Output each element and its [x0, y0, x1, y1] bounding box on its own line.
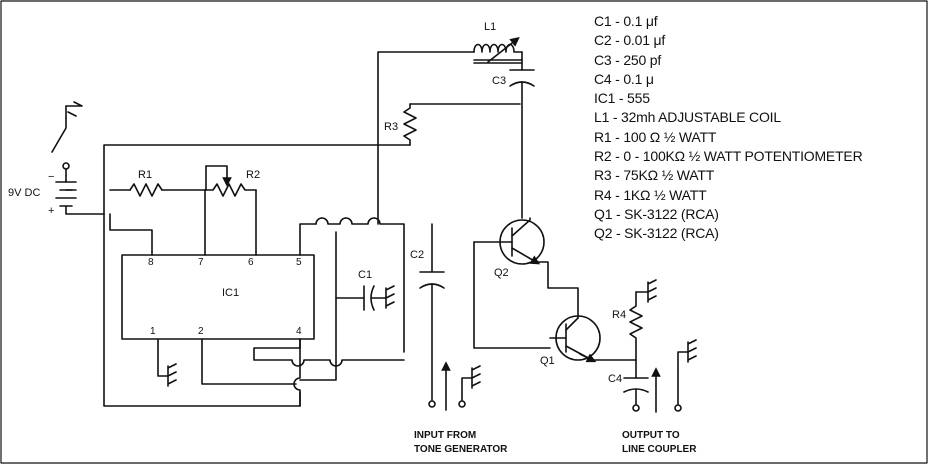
ic-pin-2: 2 [198, 326, 204, 337]
potentiometer-r2 [204, 165, 257, 256]
battery-plus-label: + [48, 205, 54, 217]
output-jack [651, 339, 697, 413]
wire-pin4 [253, 338, 405, 367]
ic1-label: IC1 [222, 287, 239, 299]
parts-list: C1 - 0.1 μf C2 - 0.01 μf C3 - 250 pf C4 … [594, 12, 863, 244]
ground-pin1 [157, 338, 177, 387]
output-caption-line1: OUTPUT TO [622, 430, 680, 441]
parts-list-item: C1 - 0.1 μf [594, 13, 658, 29]
inductor-l1 [377, 37, 523, 225]
r4-label: R4 [612, 309, 626, 321]
wire-pin5 [299, 223, 317, 256]
ic-pin-7: 7 [198, 257, 204, 268]
wire-pin5-bus [315, 217, 405, 353]
wire-top-bus [103, 144, 411, 215]
r2-label: R2 [246, 169, 260, 181]
q1-label: Q1 [540, 355, 555, 367]
ic-pin-6: 6 [248, 257, 254, 268]
parts-list-item: C2 - 0.01 μf [594, 32, 666, 49]
transistor-q2 [473, 217, 579, 319]
parts-list-item: R2 - 0 - 100KΩ ½ WATT POTENTIOMETER [594, 148, 863, 165]
ic-pin-8: 8 [148, 257, 154, 268]
wire-pin8 [109, 213, 153, 256]
c2-label: C2 [410, 249, 424, 261]
battery-9v [55, 179, 105, 215]
parts-list-item: L1 - 32mh ADJUSTABLE COIL [594, 109, 781, 126]
capacitor-c3 [509, 69, 535, 219]
input-caption-line1: INPUT FROM [414, 430, 476, 441]
l1-label: L1 [484, 21, 496, 33]
ic1-555-timer [121, 254, 315, 340]
parts-list-item: C4 - 0.1 μ [594, 70, 654, 87]
input-jack [441, 361, 481, 411]
resistor-r3 [403, 103, 521, 146]
r3-label: R3 [384, 121, 398, 133]
parts-list-item: R1 - 100 Ω ½ WATT [594, 128, 717, 145]
parts-list-item: IC1 - 555 [594, 90, 650, 107]
battery-label: 9V DC [8, 187, 40, 199]
transistor-q1 [549, 315, 637, 363]
q2-label: Q2 [494, 267, 509, 279]
capacitor-c1 [335, 285, 395, 311]
battery-minus-label: − [48, 171, 54, 183]
parts-list-item: R3 - 75KΩ ½ WATT [594, 167, 715, 184]
resistor-r1 [65, 183, 206, 197]
wire-pin2 [201, 338, 297, 385]
resistor-r4 [629, 279, 657, 361]
wire-q2-base [473, 241, 551, 349]
r1-label: R1 [138, 169, 152, 181]
ic-pin-4: 4 [296, 326, 302, 337]
parts-list-item: Q1 - SK-3122 (RCA) [594, 205, 719, 222]
ic-pin-5: 5 [296, 257, 302, 268]
parts-list-item: R4 - 1KΩ ½ WATT [594, 186, 707, 203]
wire-junction-mid [299, 231, 337, 381]
power-switch [51, 101, 83, 181]
wire-pin4-down [293, 338, 301, 407]
input-caption-line2: TONE GENERATOR [414, 444, 508, 455]
capacitor-c4 [623, 359, 649, 412]
c4-label: C4 [608, 373, 622, 385]
parts-list-item: C3 - 250 pf [594, 51, 662, 68]
parts-list-item: Q2 - SK-3122 (RCA) [594, 225, 719, 242]
output-caption-line2: LINE COUPLER [622, 444, 697, 455]
c3-label: C3 [492, 75, 506, 87]
c1-label: C1 [358, 269, 372, 281]
ic-pin-1: 1 [150, 326, 156, 337]
capacitor-c2 [419, 223, 445, 408]
